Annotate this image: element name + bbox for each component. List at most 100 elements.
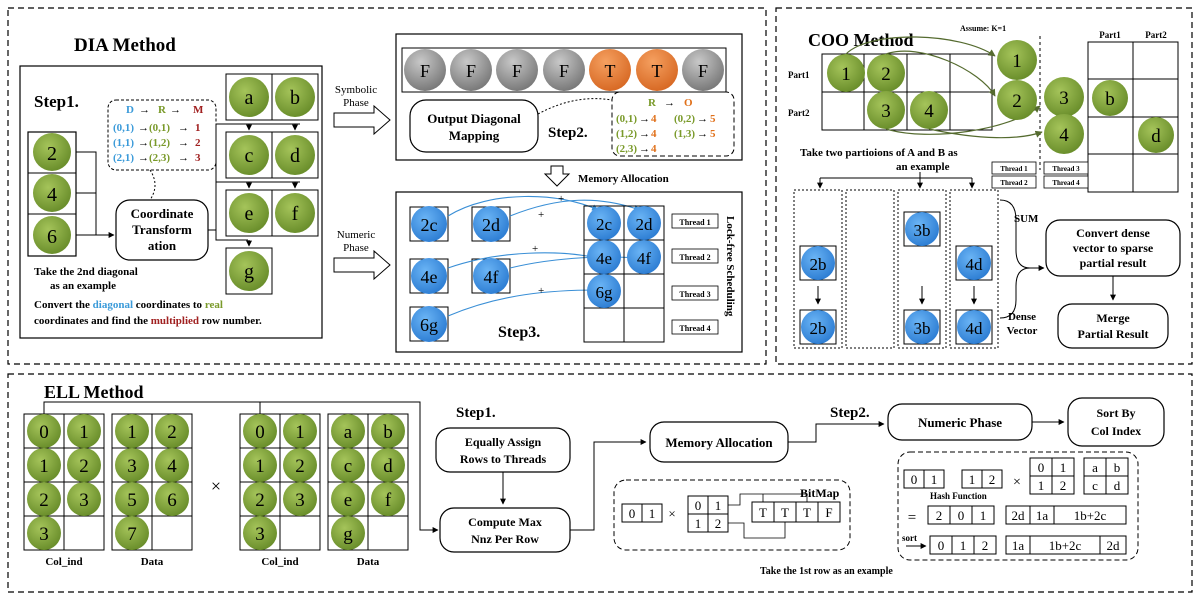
coo-panel [775,7,1193,365]
thread-label: Thread 1 [679,218,710,227]
assign-label: Rows to Threads [460,452,547,466]
ell-label: Data [141,556,164,568]
coo-b-table: b d [1087,41,1179,193]
result-grid: 2c 2d 4e 4f 6g [583,205,665,343]
compute-to-memory [570,439,647,531]
coo-vec-top: 3b [914,221,931,240]
map-r: (2,3) [149,152,170,164]
ell-cell: 3 [39,524,49,545]
coo-threads: Thread 1 Thread 3 Thread 2 Thread 4 [991,161,1089,189]
ell-a-colind: 0 1 1 2 2 3 3 [23,413,105,551]
flag: F [698,61,708,81]
symbolic-box [395,33,743,161]
hash-res-cell: 1b+2c [1074,508,1107,523]
ro-b: (0,2) [674,113,695,125]
merge-label: Partial Result [1078,327,1149,341]
coo-vectors: 2b 3b 4d 2b 3b 4d [793,189,999,349]
ell-cell: f [385,490,392,511]
coord-transform-label: Coordinate [131,206,194,221]
b-cell: f [292,203,299,225]
mapping-connector [537,98,613,115]
hash-eq: = [908,510,916,526]
result-cell: 4f [637,249,652,268]
map-arrow: → [138,137,149,149]
ro-box [611,91,735,157]
hash-res-cell: 0 [958,508,965,523]
ro-bv: 5 [710,113,716,125]
result-cell: 4e [596,249,612,268]
coo-vec-bottom: 4d [966,319,984,338]
ell-cell: 4 [167,456,177,477]
merge-box [1057,303,1169,349]
flag: F [559,61,569,81]
map-arrow: → [170,104,181,116]
product: 6g [420,315,438,335]
memory-to-numeric [788,421,885,443]
dia-bracket [76,151,114,235]
ell-cell: 2 [295,456,305,477]
coo-vec-bottom: 2b [810,319,827,338]
bitmap-cell: 0 [629,506,636,521]
ell-cell: 3 [255,524,265,545]
map-arrow: → [138,152,149,164]
coo-split [819,172,973,186]
dia-b-matrix: a b c d e f g [225,73,319,295]
dia-step1-label: Step1. [34,92,79,111]
sort-word: sort [902,533,917,543]
ell-cell: 0 [39,422,49,443]
thread-label: Thread 4 [679,324,710,333]
ell-a-data: 1 2 3 4 5 6 7 [111,413,193,551]
ell-cell: 5 [127,490,137,511]
dia-map-connector [149,169,156,201]
map-header-d: D [126,104,134,116]
output-mapping-label: Mapping [449,128,500,143]
hash-cell: 2 [989,472,996,487]
map-d: (1,1) [113,137,134,149]
bitmap-cell: 2 [715,516,722,531]
bitmap-cell: 1 [649,506,656,521]
bitmap-flag: F [825,505,832,520]
ro-header: O [684,97,693,109]
ell-cell: e [344,490,352,511]
b-cell: e [245,203,254,225]
products: 2c 2d 4e 4f 6g [409,206,511,342]
coo-table-header: Part1 [1099,30,1121,40]
dia-diag-value: 2 [47,143,57,165]
symbolic-phase-label: Phase [343,97,369,109]
ell-cell: 1 [255,456,265,477]
ell-cell: 2 [79,456,89,477]
ell-cell: d [383,456,393,477]
product: 2c [421,215,438,235]
ro-av: 4 [651,143,657,155]
symbolic-arrow [333,104,391,136]
dia-map-table: D → R → M (0,1) → (0,1) → 1 (1,1) → (1,2… [113,104,204,164]
symbolic-phase-label: Symbolic [335,84,377,96]
ell-label: Col_ind [45,556,82,568]
hash-mat: 0 1 1 2 a b c d [1029,457,1129,495]
bitmap-label: BitMap [800,486,840,500]
coo-take-two: an example [896,161,950,173]
dia-step2-label: Step2. [548,125,588,141]
coo-vec-top: 4d [966,255,984,274]
bitmap-links [728,493,808,539]
thread-label: Thread 3 [679,290,710,299]
map-d: (0,1) [113,122,134,134]
map-arrow: → [178,122,189,134]
thread-label: Thread 2 [679,253,710,262]
map-arrow: → [178,152,189,164]
hash-cell: 1 [1038,478,1045,493]
hash-box [897,451,1139,561]
ro-header: R [648,97,657,109]
ro-av: 4 [651,113,657,125]
ell-b-colind: 0 1 1 2 2 3 3 [239,413,321,551]
ro-bv: 5 [710,128,716,140]
coo-thread-label: Thread 2 [1000,179,1028,187]
take-first-label: Take the 1st row as an example [760,566,893,577]
lockfree-label: Lock-free Scheduling [724,216,736,317]
hash-result: 2 0 1 2d 1a 1b+2c [927,505,1127,525]
coo-b-column: 1 2 3 4 [997,40,1084,154]
bitmap-flag: T [759,505,767,520]
ell-cell: 7 [127,524,137,545]
flag-row [401,47,727,93]
ell-step1-label: Step1. [456,405,496,421]
